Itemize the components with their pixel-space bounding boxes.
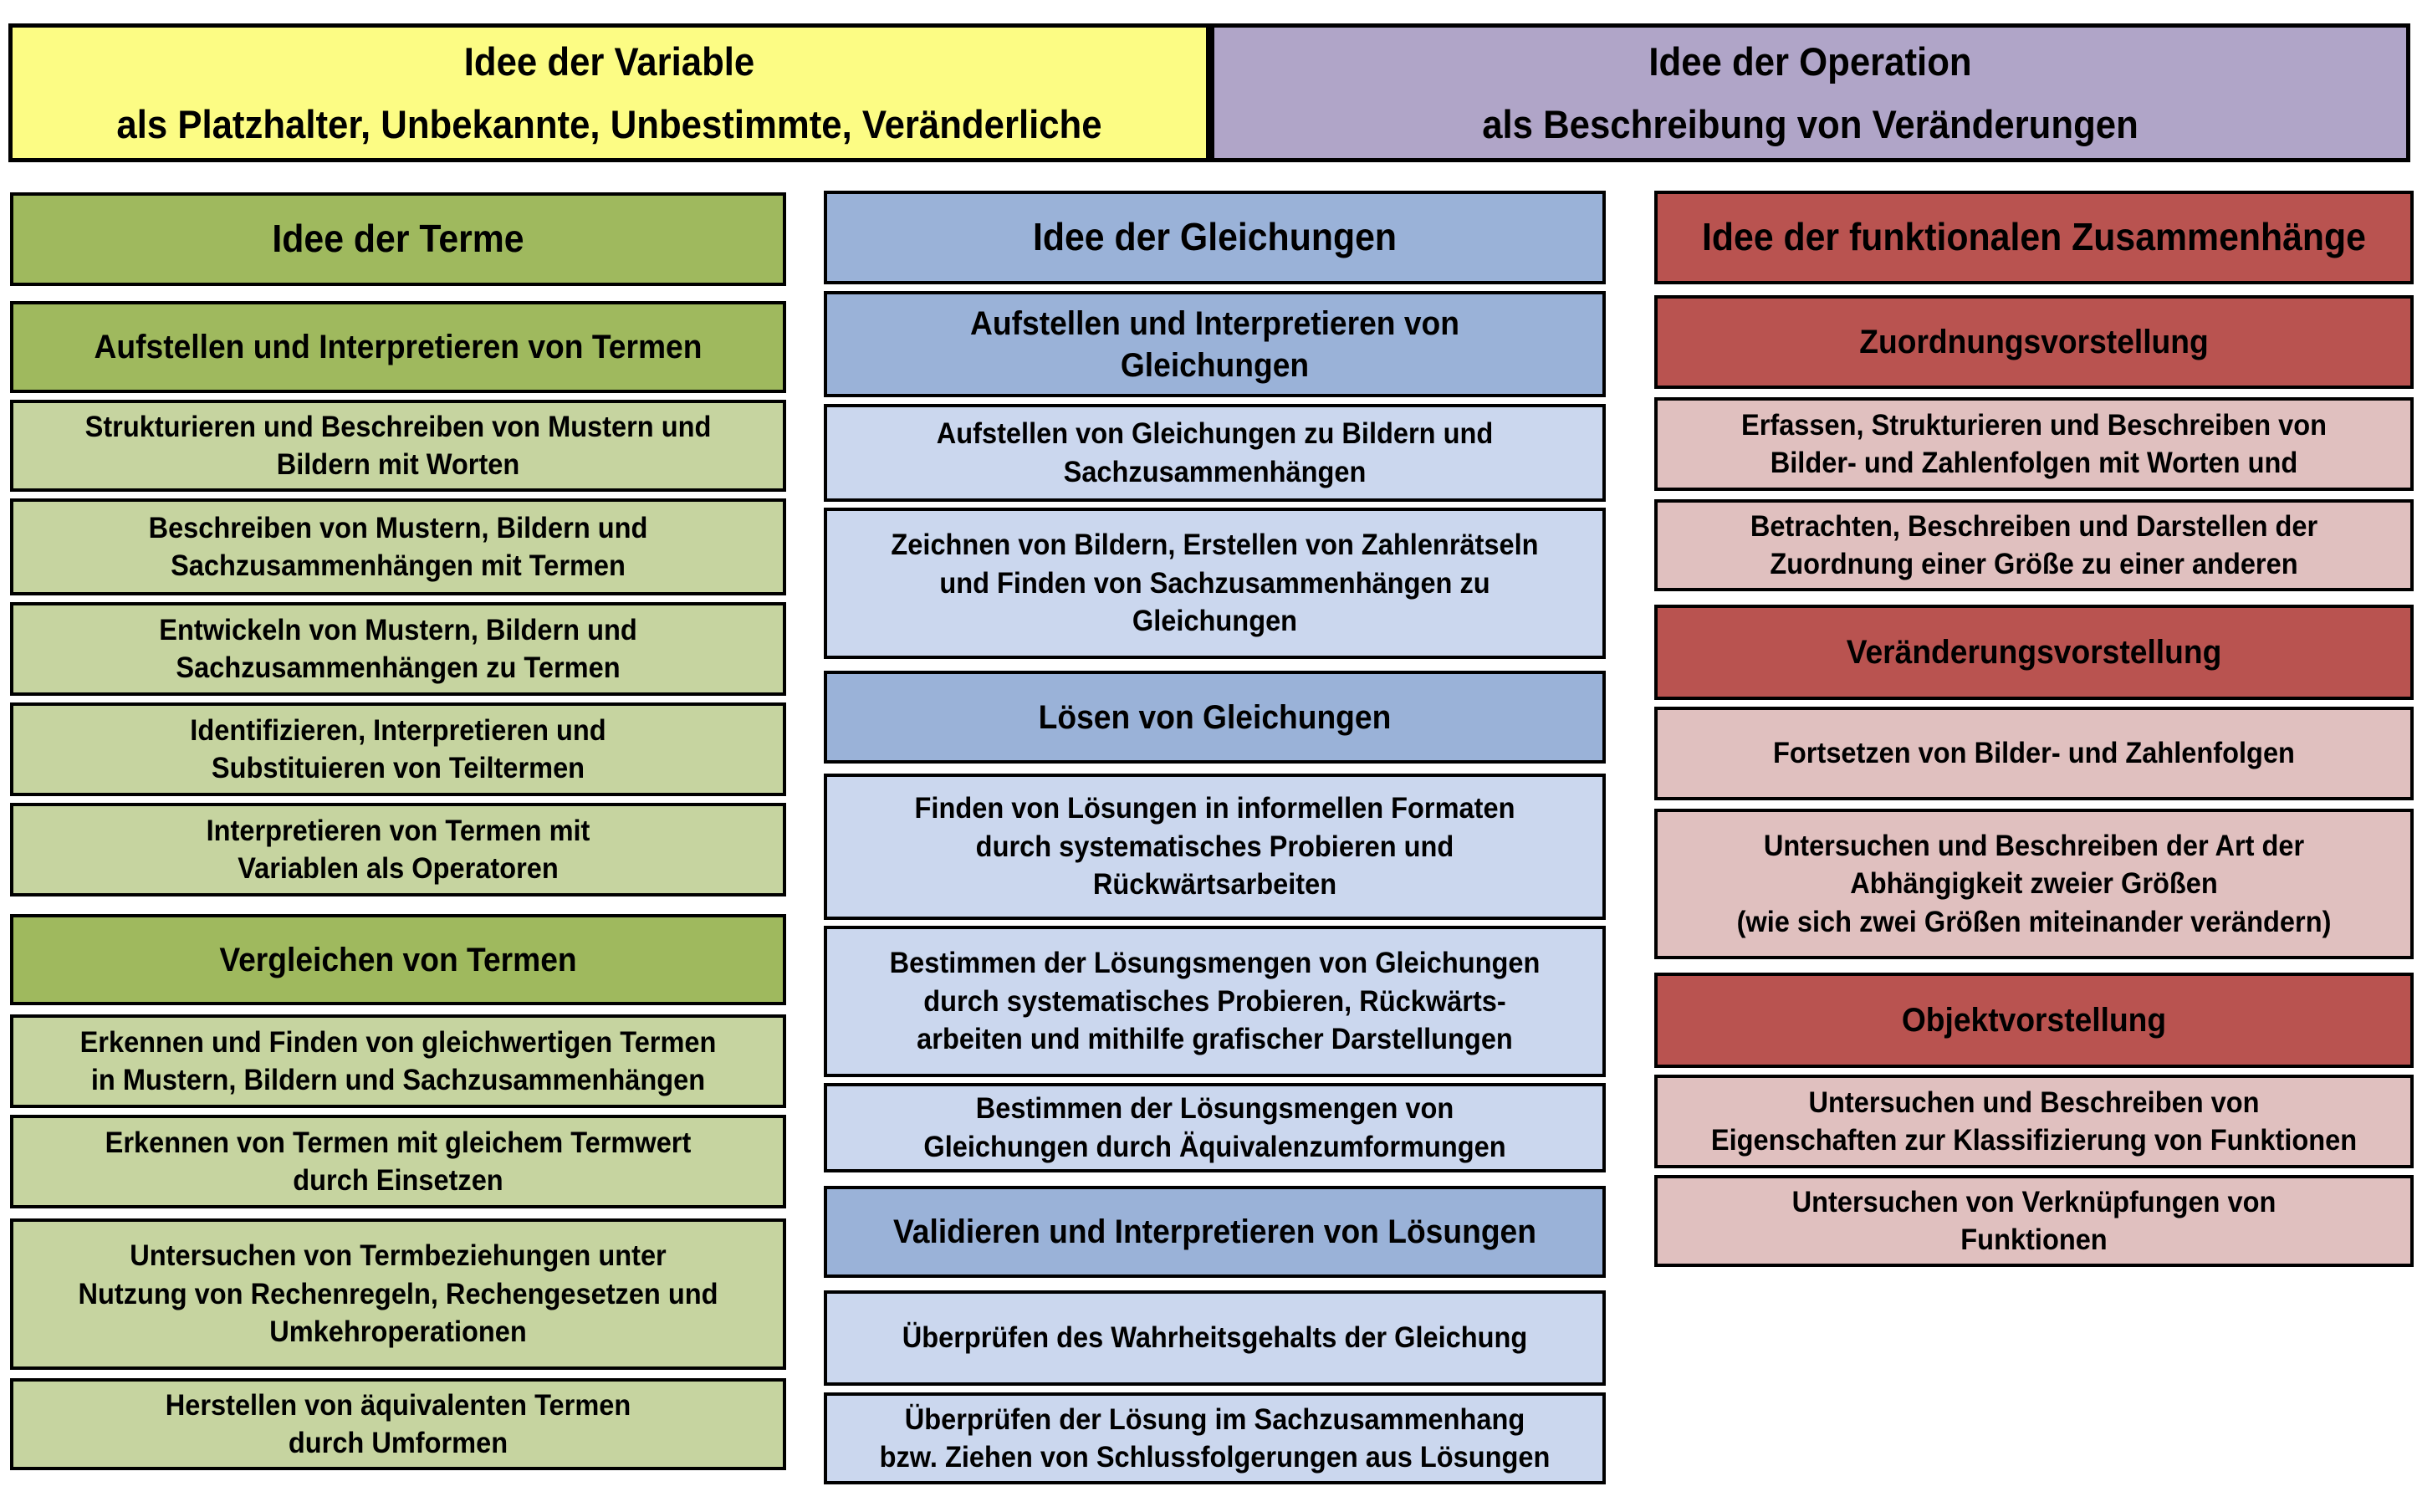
gleichungen-item-9: Überprüfen der Lösung im Sachzusammenhan… — [824, 1392, 1606, 1484]
terme-item-8: Erkennen von Termen mit gleichem Termwer… — [10, 1115, 786, 1208]
gleichungen-item-4: Finden von Lösungen in informellen Forma… — [824, 774, 1606, 920]
gleichungen-item-4-label: Finden von Lösungen in informellen Forma… — [914, 792, 1515, 902]
gleichungen-item-2: Zeichnen von Bildern, Erstellen von Zahl… — [824, 508, 1606, 659]
gleichungen-item-1: Aufstellen von Gleichungen zu Bildern un… — [824, 404, 1606, 502]
terme-item-10-label: Herstellen von äquivalenten Termen durch… — [165, 1388, 631, 1460]
terme-item-1: Strukturieren und Beschreiben von Muster… — [10, 400, 786, 492]
funktionale-zusammenhaenge-item-8: Untersuchen von Verknüpfungen von Funkti… — [1654, 1175, 2414, 1267]
funktionale-zusammenhaenge-subheader-6: Objektvorstellung — [1654, 973, 2414, 1068]
gleichungen-item-9-label: Überprüfen der Lösung im Sachzusammenhan… — [879, 1402, 1551, 1474]
funktionale-zusammenhaenge-item-4: Fortsetzen von Bilder- und Zahlenfolgen — [1654, 707, 2414, 800]
idee-der-operation-title: Idee der Operation — [1648, 38, 1972, 84]
terme-item-4: Identifizieren, Interpretieren und Subst… — [10, 702, 786, 796]
gleichungen-subheader-7: Validieren und Interpretieren von Lösung… — [824, 1186, 1606, 1278]
idee-der-variable-box: Idee der Variable als Platzhalter, Unbek… — [8, 23, 1210, 162]
funktionale-zusammenhaenge-subheader-3: Veränderungsvorstellung — [1654, 605, 2414, 700]
idee-der-variable-title: Idee der Variable — [463, 38, 755, 84]
gleichungen-item-6-label: Bestimmen der Lösungsmengen von Gleichun… — [923, 1092, 1506, 1163]
gleichungen-item-6: Bestimmen der Lösungsmengen von Gleichun… — [824, 1083, 1606, 1172]
terme-item-1-label: Strukturieren und Beschreiben von Muster… — [84, 410, 712, 482]
funktionale-zusammenhaenge-subheader-6-label: Objektvorstellung — [1901, 1002, 2167, 1039]
column-header-gleichungen-label: Idee der Gleichungen — [1032, 215, 1398, 259]
gleichungen-subheader-0: Aufstellen und Interpretieren von Gleich… — [824, 291, 1606, 397]
terme-item-9-label: Untersuchen von Termbeziehungen unter Nu… — [78, 1239, 718, 1349]
terme-item-2-label: Beschreiben von Mustern, Bildern und Sac… — [148, 511, 648, 583]
gleichungen-subheader-7-label: Validieren und Interpretieren von Lösung… — [893, 1213, 1536, 1250]
terme-subheader-0-label: Aufstellen und Interpretieren von Termen — [94, 329, 703, 365]
terme-item-7: Erkennen und Finden von gleichwertigen T… — [10, 1014, 786, 1108]
gleichungen-item-1-label: Aufstellen von Gleichungen zu Bildern un… — [936, 417, 1494, 488]
terme-item-5-label: Interpretieren von Termen mit Variablen … — [206, 814, 590, 886]
gleichungen-item-8-label: Überprüfen des Wahrheitsgehalts der Glei… — [902, 1321, 1528, 1355]
terme-subheader-6: Vergleichen von Termen — [10, 914, 786, 1005]
idee-der-variable-subtitle: als Platzhalter, Unbekannte, Unbestimmte… — [116, 102, 1102, 146]
terme-item-9: Untersuchen von Termbeziehungen unter Nu… — [10, 1218, 786, 1370]
column-header-gleichungen: Idee der Gleichungen — [824, 191, 1606, 284]
terme-subheader-6-label: Vergleichen von Termen — [219, 941, 577, 978]
funktionale-zusammenhaenge-subheader-0-label: Zuordnungsvorstellung — [1859, 324, 2209, 360]
terme-item-4-label: Identifizieren, Interpretieren und Subst… — [190, 713, 606, 785]
terme-item-3-label: Entwickeln von Mustern, Bildern und Sach… — [159, 613, 637, 685]
funktionale-zusammenhaenge-item-5-label: Untersuchen und Beschreiben der Art der … — [1736, 829, 2332, 938]
terme-item-3: Entwickeln von Mustern, Bildern und Sach… — [10, 602, 786, 696]
terme-item-5: Interpretieren von Termen mit Variablen … — [10, 803, 786, 896]
terme-item-7-label: Erkennen und Finden von gleichwertigen T… — [79, 1025, 717, 1097]
gleichungen-item-5: Bestimmen der Lösungsmengen von Gleichun… — [824, 926, 1606, 1077]
column-header-funktionale-zusammenhaenge: Idee der funktionalen Zusammenhänge — [1654, 191, 2414, 284]
funktionale-zusammenhaenge-item-5: Untersuchen und Beschreiben der Art der … — [1654, 809, 2414, 959]
column-header-terme-label: Idee der Terme — [272, 217, 524, 261]
column-header-funktionale-zusammenhaenge-label: Idee der funktionalen Zusammenhänge — [1702, 215, 2366, 259]
gleichungen-subheader-3-label: Lösen von Gleichungen — [1038, 698, 1392, 736]
funktionale-zusammenhaenge-item-8-label: Untersuchen von Verknüpfungen von Funkti… — [1791, 1185, 2276, 1257]
funktionale-zusammenhaenge-subheader-0: Zuordnungsvorstellung — [1654, 295, 2414, 389]
funktionale-zusammenhaenge-item-7-label: Untersuchen und Beschreiben von Eigensch… — [1710, 1085, 2358, 1157]
funktionale-zusammenhaenge-item-2-label: Betrachten, Beschreiben und Darstellen d… — [1750, 509, 2318, 581]
terme-item-2: Beschreiben von Mustern, Bildern und Sac… — [10, 498, 786, 595]
funktionale-zusammenhaenge-item-4-label: Fortsetzen von Bilder- und Zahlenfolgen — [1773, 737, 2295, 770]
gleichungen-item-8: Überprüfen des Wahrheitsgehalts der Glei… — [824, 1290, 1606, 1386]
funktionale-zusammenhaenge-item-1-label: Erfassen, Strukturieren und Beschreiben … — [1740, 408, 2328, 480]
idee-der-operation-subtitle: als Beschreibung von Veränderungen — [1482, 102, 2139, 146]
funktionale-zusammenhaenge-item-2: Betrachten, Beschreiben und Darstellen d… — [1654, 499, 2414, 591]
terme-item-10: Herstellen von äquivalenten Termen durch… — [10, 1378, 786, 1470]
funktionale-zusammenhaenge-item-7: Untersuchen und Beschreiben von Eigensch… — [1654, 1075, 2414, 1168]
terme-item-8-label: Erkennen von Termen mit gleichem Termwer… — [105, 1126, 692, 1198]
funktionale-zusammenhaenge-subheader-3-label: Veränderungsvorstellung — [1846, 634, 2222, 671]
column-header-terme: Idee der Terme — [10, 192, 786, 286]
gleichungen-subheader-3: Lösen von Gleichungen — [824, 671, 1606, 764]
funktionale-zusammenhaenge-item-1: Erfassen, Strukturieren und Beschreiben … — [1654, 397, 2414, 491]
terme-subheader-0: Aufstellen und Interpretieren von Termen — [10, 301, 786, 393]
gleichungen-item-2-label: Zeichnen von Bildern, Erstellen von Zahl… — [891, 529, 1539, 638]
gleichungen-item-5-label: Bestimmen der Lösungsmengen von Gleichun… — [889, 947, 1541, 1056]
gleichungen-subheader-0-label: Aufstellen und Interpretieren von Gleich… — [970, 304, 1459, 384]
idee-der-operation-box: Idee der Operation als Beschreibung von … — [1210, 23, 2410, 162]
